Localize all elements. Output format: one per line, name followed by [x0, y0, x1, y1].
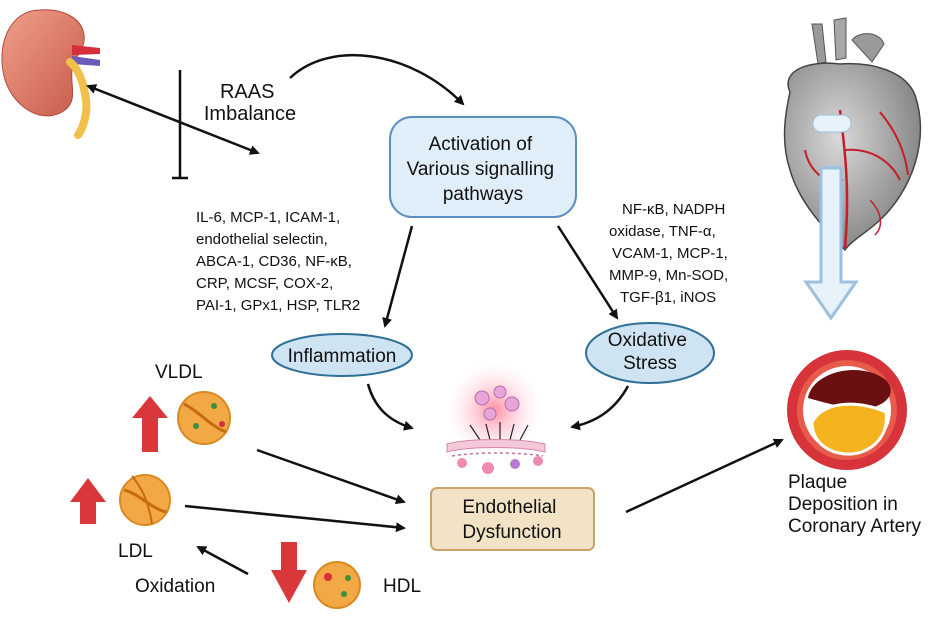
hdl-particle-icon: [313, 561, 361, 609]
oxidation-arrow: [196, 545, 249, 576]
plaque-label: Plaque Deposition in Coronary Artery: [788, 472, 922, 537]
svg-text:Inflammation: Inflammation: [288, 346, 397, 367]
inflammation-to-endothelium-arrow: [366, 383, 414, 431]
vldl-label: VLDL: [155, 362, 203, 383]
endothelium-illustration: [446, 362, 546, 474]
oxidative-stress-node: Oxidative Stress: [585, 322, 715, 384]
raas-label: RAAS Imbalance: [204, 81, 296, 125]
oxidation-label: Oxidation: [135, 576, 215, 597]
ldl-label: LDL: [118, 541, 153, 562]
svg-text:Oxidative Stress: Oxidative Stress: [608, 330, 692, 374]
inflammation-markers-list: IL-6, MCP-1, ICAM-1, endothelial selecti…: [196, 209, 360, 314]
ldl-particle-icon: [119, 474, 171, 526]
activation-box: Activation of Various signalling pathway…: [389, 116, 577, 218]
svg-text:Activation of Various si: Activation of Various signalling pathway…: [407, 134, 560, 205]
endothelial-dysfunction-box: Endothelial Dysfunction: [430, 487, 595, 551]
raas-to-activation-arrow: [289, 53, 465, 106]
heart-to-artery-arrow-icon: [803, 166, 859, 321]
artery-cross-section-icon: [787, 350, 907, 470]
oxidative-markers-list: NF-κB, NADPH oxidase, TNF-α, VCAM-1, MCP…: [609, 201, 732, 306]
inflammation-node: Inflammation: [271, 333, 413, 377]
hdl-down-arrow-icon: [271, 542, 307, 603]
svg-text:Endothelial Dysfunction: Endothelial Dysfunction: [462, 497, 561, 543]
raas-link: [86, 70, 260, 180]
activation-to-oxidative-arrow: [556, 225, 619, 320]
vldl-particle-icon: [177, 391, 231, 445]
activation-to-inflammation-arrow: [382, 225, 414, 328]
hdl-label: HDL: [383, 576, 421, 597]
heart-icon: [783, 17, 922, 252]
kidney-icon: [1, 9, 100, 139]
oxidative-to-endothelium-arrow: [570, 385, 630, 431]
dysfunction-to-plaque-arrow: [625, 438, 784, 514]
ldl-to-dysfunction-arrow: [184, 504, 406, 533]
vldl-up-arrow-icon: [132, 396, 168, 452]
ldl-up-arrow-icon: [70, 478, 106, 524]
vldl-to-dysfunction-arrow: [256, 448, 406, 505]
